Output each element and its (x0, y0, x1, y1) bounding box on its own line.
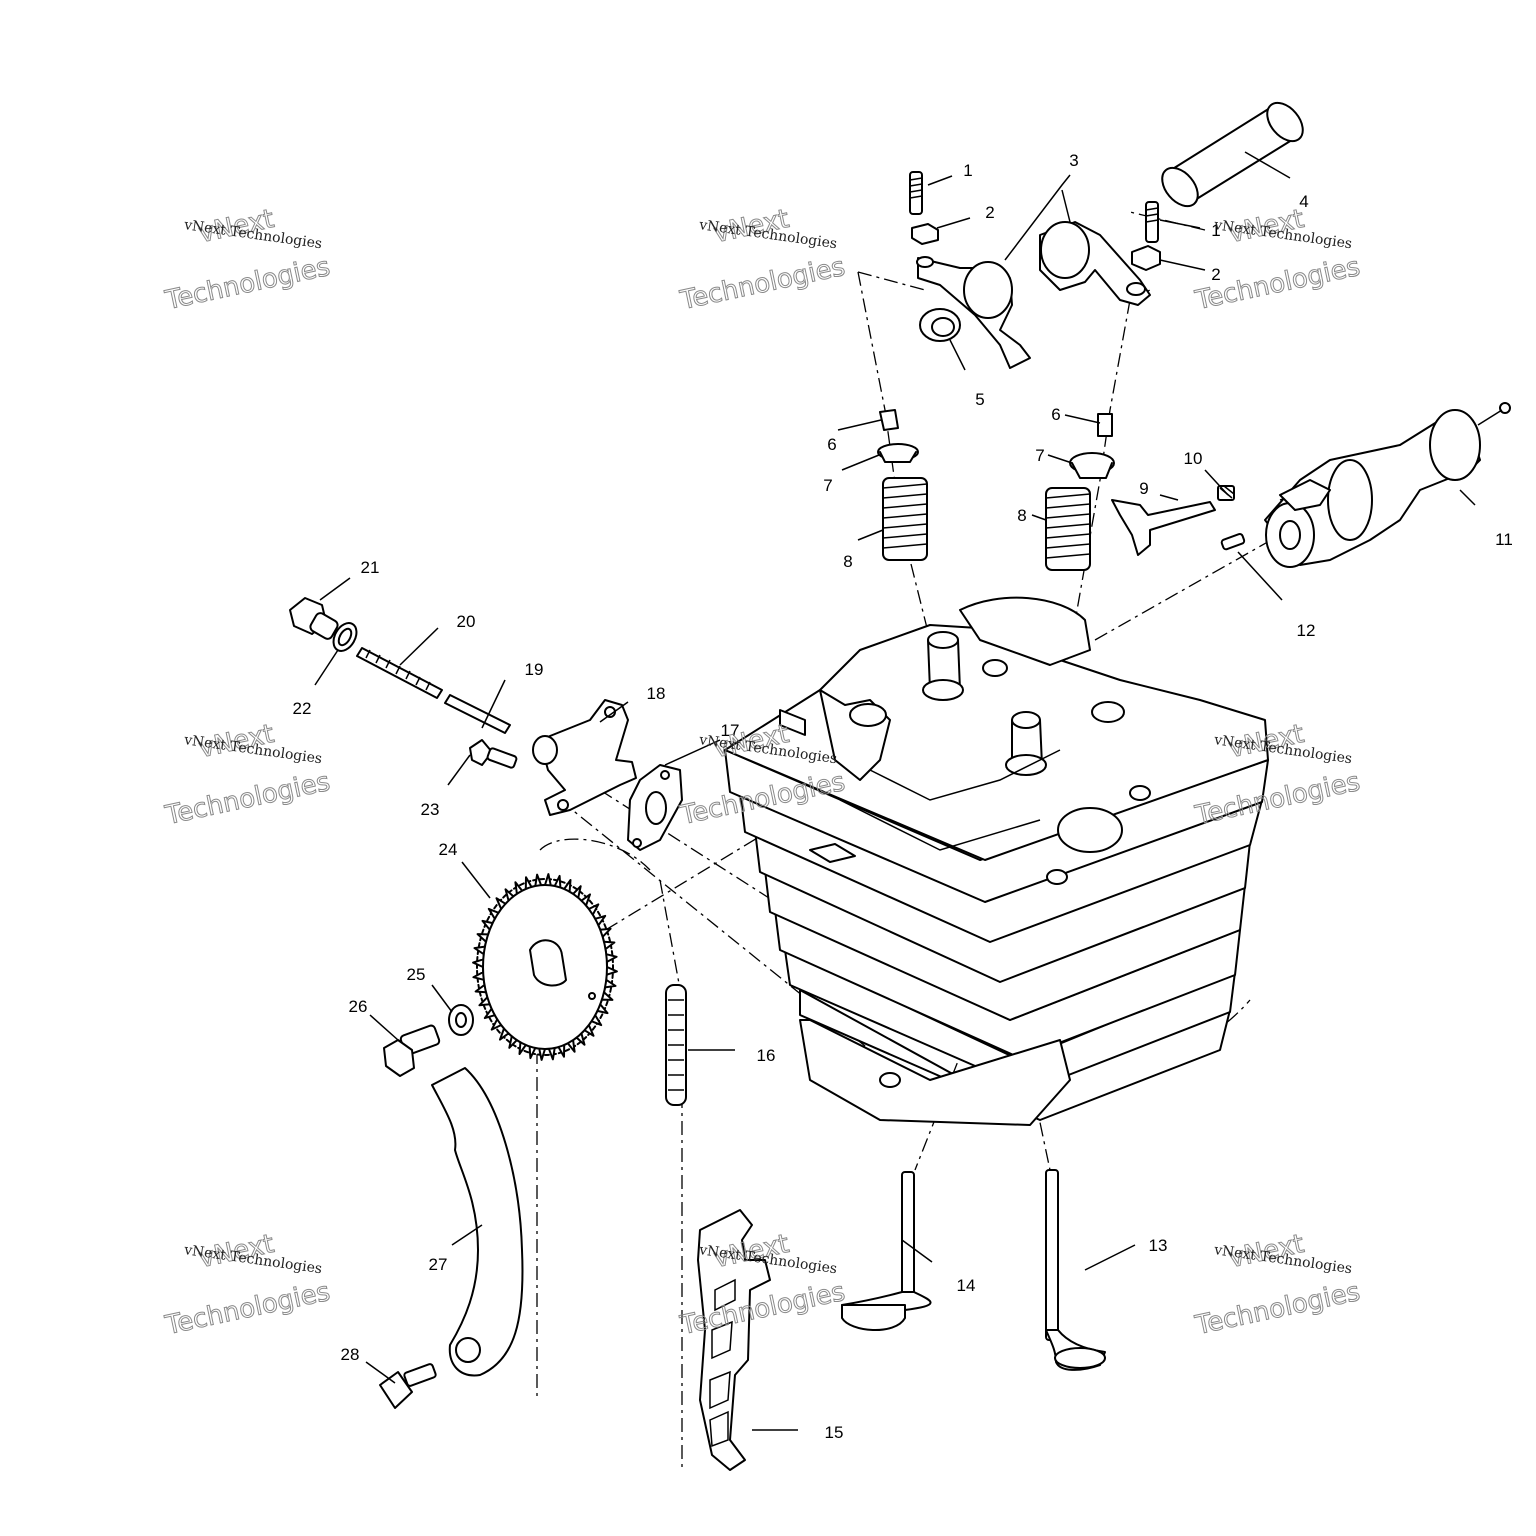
watermark-word: Technologies (1192, 252, 1363, 316)
spring-retainer-right (1069, 452, 1115, 479)
callout-6-right: 6 (1051, 405, 1060, 424)
callout-1-right: 1 (1211, 221, 1220, 240)
callout-28: 28 (341, 1345, 360, 1364)
callout-18: 18 (647, 684, 666, 703)
watermark-9: vNext vNext Technologies Technologies (1192, 1229, 1364, 1342)
callout-17: 17 (721, 721, 740, 740)
callout-3: 3 (1069, 151, 1078, 170)
callout-8-left: 8 (843, 552, 852, 571)
callout-2-left: 2 (985, 203, 994, 222)
callout-4: 4 (1299, 192, 1308, 211)
cylinder-head (724, 596, 1269, 1126)
callout-7-right: 7 (1035, 446, 1044, 465)
watermark-word: Technologies (162, 767, 333, 831)
cam-sprocket (472, 873, 618, 1061)
decomp-pin (1220, 533, 1246, 551)
spring-retainer-left (877, 443, 919, 463)
chain-guide (697, 1209, 771, 1471)
pivot-bolt (379, 1363, 437, 1409)
tensioner-body (532, 699, 637, 816)
callout-12: 12 (1297, 621, 1316, 640)
callout-labels: 1 1 2 2 3 4 5 6 6 7 7 8 8 9 10 11 12 13 … (293, 151, 1513, 1442)
watermark-word: Technologies (162, 252, 333, 316)
tensioner-gasket (627, 764, 683, 851)
callout-10: 10 (1184, 449, 1203, 468)
callout-1-left: 1 (963, 161, 972, 180)
watermark-3: vNext vNext Technologies Technologies (1192, 204, 1364, 317)
callout-13: 13 (1149, 1236, 1168, 1255)
callout-8-right: 8 (1017, 506, 1026, 525)
callout-2-right: 2 (1211, 265, 1220, 284)
tensioner-cap-bolt (289, 597, 339, 640)
timing-chain (665, 984, 687, 1106)
callout-23: 23 (421, 800, 440, 819)
watermark-word: Technologies (162, 1277, 333, 1341)
sprocket-bolt (383, 1024, 441, 1077)
watermark-7: vNext vNext Technologies Technologies (162, 1229, 334, 1342)
callout-11: 11 (1495, 530, 1513, 549)
thrust-washer (919, 308, 961, 342)
leader-lines (314, 151, 1476, 1431)
callout-22: 22 (293, 699, 312, 718)
tensioner-spring (356, 647, 443, 699)
watermark-2: vNext vNext Technologies Technologies (677, 204, 849, 317)
tensioner-blade (431, 1067, 524, 1377)
adjuster-screw-right (1145, 201, 1159, 243)
watermark-1: vNext vNext Technologies Technologies (162, 204, 334, 317)
callout-24: 24 (439, 840, 458, 859)
callout-9: 9 (1139, 479, 1148, 498)
rocker-arm-right (1039, 221, 1151, 306)
rocker-arm-left (916, 256, 1031, 369)
adjuster-screw-left (909, 171, 923, 215)
tensioner-rod (444, 694, 511, 734)
callout-6-left: 6 (827, 435, 836, 454)
callout-27: 27 (429, 1255, 448, 1274)
exhaust-valve (1045, 1169, 1106, 1371)
adjuster-nut-right (1131, 245, 1161, 271)
watermark-word: Technologies (1192, 1277, 1363, 1341)
decomp-lever (1111, 499, 1216, 556)
valve-keeper-left (879, 409, 899, 431)
callout-20: 20 (457, 612, 476, 631)
callout-16: 16 (757, 1046, 776, 1065)
callout-7-left: 7 (823, 476, 832, 495)
watermark-4: vNext vNext Technologies Technologies (162, 719, 334, 832)
valve-spring-right (1045, 487, 1091, 571)
valve-spring-left (882, 477, 928, 561)
valve-keeper-right (1097, 413, 1113, 437)
tensioner-mount-bolt (469, 739, 518, 769)
intake-valve (841, 1171, 932, 1331)
callout-5: 5 (975, 390, 984, 409)
callout-19: 19 (525, 660, 544, 679)
watermark-word: Technologies (677, 252, 848, 316)
callout-21: 21 (361, 558, 380, 577)
callout-14: 14 (957, 1276, 976, 1295)
sprocket-washer (448, 1004, 474, 1036)
adjuster-nut-left (911, 223, 939, 245)
callout-26: 26 (349, 997, 368, 1016)
callout-25: 25 (407, 965, 426, 984)
callout-15: 15 (825, 1423, 844, 1442)
camshaft (1264, 402, 1511, 568)
rocker-shaft (1161, 101, 1304, 208)
